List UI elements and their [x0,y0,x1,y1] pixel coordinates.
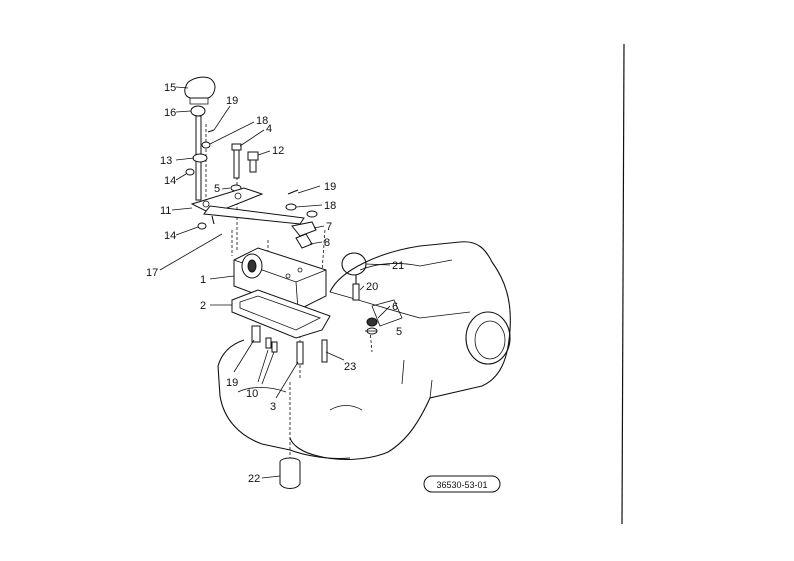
callout-1: 1 [200,274,206,286]
leader-lines [159,86,391,479]
callout-22: 22 [248,473,260,485]
callout-8: 8 [324,237,330,249]
bolt-part [231,143,242,179]
drawing-reference-badge: 36530-53-01 [423,475,501,493]
callout-6: 6 [392,301,398,313]
callout-5-b: 5 [396,326,402,338]
callout-16: 16 [164,107,176,119]
shaft-part [192,115,208,201]
stud-part [352,283,360,301]
pin-part-19b [287,189,299,195]
callout-10: 10 [246,388,258,400]
bolt-part-12 [247,151,259,173]
washer-part-18c [306,210,318,218]
callout-labels: 15 16 19 18 4 13 12 14 5 19 11 18 14 7 8… [146,82,404,485]
callout-15: 15 [164,82,176,94]
callout-7: 7 [326,221,332,233]
washer-part [201,141,211,149]
callout-5: 5 [214,183,220,195]
lever-part-7 [291,221,317,237]
callout-19: 19 [226,95,238,107]
page-border-line [621,43,625,525]
callout-3: 3 [270,401,276,413]
callout-14-b: 14 [164,230,176,242]
callout-23: 23 [344,361,356,373]
engine-housing [217,241,511,460]
callout-20: 20 [366,281,378,293]
callout-18: 18 [256,115,268,127]
pin-part [207,129,215,133]
callout-13: 13 [160,155,172,167]
callout-18-b: 18 [324,200,336,212]
nut-part [190,105,206,117]
callout-14: 14 [164,175,176,187]
nut-part-14 [185,168,195,176]
dowel-parts [265,337,278,353]
nut-part-14b [197,222,207,230]
stud-part-3 [296,341,304,365]
eye-bolt [341,252,367,288]
callout-21: 21 [392,260,404,272]
callout-11: 11 [160,205,171,217]
filter-cup [279,457,301,489]
knob-part [184,76,216,105]
callout-17: 17 [146,267,158,279]
stud-part-23 [321,339,328,363]
pin-part-19c [251,325,261,343]
callout-12: 12 [272,145,284,157]
callout-2: 2 [200,300,206,312]
callout-19-c: 19 [226,377,238,389]
callout-19-b: 19 [324,181,336,193]
drawing-reference-code: 36530-53-01 [436,480,487,490]
nut-part-6 [366,317,378,327]
callout-4: 4 [266,123,272,135]
lever-arm-8 [295,233,313,249]
link-rod [203,205,305,225]
gasket [231,289,331,339]
washer-part-18b [285,203,297,211]
